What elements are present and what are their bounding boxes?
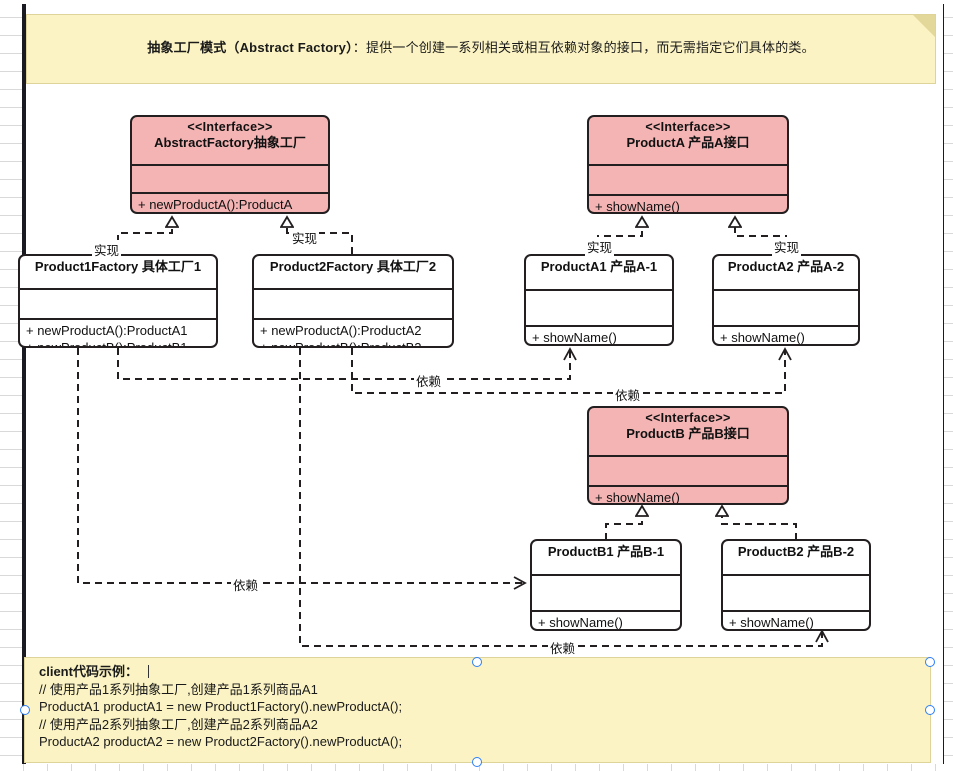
class-name: ProductA2 产品A-2 (727, 259, 845, 274)
link-label-dep-4: 依赖 (548, 638, 578, 657)
link-label-impl-2: 实现 (290, 228, 320, 247)
class-product-b2[interactable]: ProductB2 产品B-2 + showName() (721, 539, 871, 631)
header-note-separator: ： (352, 40, 366, 55)
class-operations: + showName() (714, 327, 858, 345)
class-stereotype: <<Interface>> (645, 120, 731, 134)
operation-row: + showName() (532, 330, 617, 345)
class-attributes (589, 457, 787, 487)
operation-row: + showName() (729, 615, 814, 630)
code-line: // 使用产品2系列抽象工厂,创建产品2系列商品A2 (39, 716, 318, 732)
class-operations: + showName() (589, 196, 787, 214)
class-operations: + showName() (526, 327, 672, 345)
class-header: <<Interface>> ProductB 产品B接口 (589, 408, 787, 457)
spreadsheet-grid-left (0, 0, 22, 771)
class-header: Product2Factory 具体工厂2 (254, 256, 452, 290)
class-name: Product2Factory 具体工厂2 (269, 259, 437, 274)
class-product-a1[interactable]: ProductA1 产品A-1 + showName() (524, 254, 674, 346)
class-attributes (723, 576, 869, 612)
header-note-description: 提供一个创建一系列相关或相互依赖对象的接口，而无需指定它们具体的类。 (366, 40, 815, 55)
class-name: ProductB1 产品B-1 (547, 544, 665, 559)
operation-row: + newProductB():ProductB1 (26, 340, 188, 348)
class-attributes (254, 290, 452, 320)
class-attributes (132, 166, 328, 194)
client-code-title: client代码示例： (39, 664, 138, 679)
code-line: // 使用产品1系列抽象工厂,创建产品1系列商品A1 (39, 681, 318, 697)
link-label-impl-4: 实现 (772, 237, 802, 256)
class-operations: + newProductA():ProductA1 + newProductB(… (20, 320, 216, 348)
class-operations: + showName() (589, 487, 787, 505)
class-header: <<Interface>> AbstractFactory抽象工厂 (132, 117, 328, 166)
operation-row: + newProductA():ProductA2 (260, 323, 422, 338)
operation-row: + showName() (720, 330, 805, 345)
class-attributes (526, 291, 672, 327)
class-product-a-interface[interactable]: <<Interface>> ProductA 产品A接口 + showName(… (587, 115, 789, 214)
header-note-title: 抽象工厂模式（Abstract Factory） (147, 40, 353, 55)
selection-handle-bottom[interactable] (472, 757, 482, 767)
class-product-b-interface[interactable]: <<Interface>> ProductB 产品B接口 + showName(… (587, 406, 789, 505)
client-code-lines: client代码示例： // 使用产品1系列抽象工厂,创建产品1系列商品A1 P… (39, 663, 402, 751)
spreadsheet-grid-right (943, 0, 953, 771)
header-note-text: 抽象工厂模式（Abstract Factory）：提供一个创建一系列相关或相互依… (27, 37, 935, 56)
link-label-dep-3: 依赖 (231, 575, 261, 594)
class-stereotype: <<Interface>> (645, 411, 731, 425)
operation-row: + newProductB():ProductB2 (260, 340, 422, 348)
note-fold-corner-icon (913, 15, 935, 37)
class-operations: + showName() (532, 612, 680, 630)
code-line: ProductA2 productA2 = new Product2Factor… (39, 734, 403, 749)
header-note: 抽象工厂模式（Abstract Factory）：提供一个创建一系列相关或相互依… (26, 14, 936, 84)
class-header: <<Interface>> ProductA 产品A接口 (589, 117, 787, 166)
class-product-b1[interactable]: ProductB1 产品B-1 + showName() (530, 539, 682, 631)
client-code-note[interactable]: client代码示例： // 使用产品1系列抽象工厂,创建产品1系列商品A1 P… (24, 657, 931, 763)
class-header: ProductA2 产品A-2 (714, 256, 858, 291)
class-name: Product1Factory 具体工厂1 (34, 259, 202, 274)
class-product1-factory[interactable]: Product1Factory 具体工厂1 + newProductA():Pr… (18, 254, 218, 348)
class-name: ProductA1 产品A-1 (540, 259, 658, 274)
selection-handle-right[interactable] (925, 705, 935, 715)
class-operations: + showName() (723, 612, 869, 630)
class-attributes (714, 291, 858, 327)
operation-row: + newProductA():ProductA (138, 197, 293, 212)
class-attributes (20, 290, 216, 320)
link-label-impl-1: 实现 (92, 240, 122, 259)
operation-row: + showName() (538, 615, 623, 630)
class-header: Product1Factory 具体工厂1 (20, 256, 216, 290)
operation-row: + showName() (595, 199, 680, 214)
client-code-title-row: client代码示例： (39, 663, 402, 681)
class-operations: + newProductA():ProductA + newProductB()… (132, 194, 328, 214)
link-label-dep-2: 依赖 (613, 385, 643, 404)
class-product2-factory[interactable]: Product2Factory 具体工厂2 + newProductA():Pr… (252, 254, 454, 348)
class-product-a2[interactable]: ProductA2 产品A-2 + showName() (712, 254, 860, 346)
selection-handle-top-right[interactable] (925, 657, 935, 667)
class-header: ProductB2 产品B-2 (723, 541, 869, 576)
code-line: ProductA1 productA1 = new Product1Factor… (39, 699, 403, 714)
selection-handle-left[interactable] (20, 705, 30, 715)
operation-row: + showName() (595, 490, 680, 505)
class-attributes (532, 576, 680, 612)
class-name: ProductB 产品B接口 (626, 426, 750, 441)
link-label-dep-1: 依赖 (414, 371, 444, 390)
operation-row: + newProductA():ProductA1 (26, 323, 188, 338)
class-operations: + newProductA():ProductA2 + newProductB(… (254, 320, 452, 348)
class-name: ProductB2 产品B-2 (737, 544, 855, 559)
link-label-impl-3: 实现 (585, 237, 615, 256)
class-name: AbstractFactory抽象工厂 (154, 135, 306, 150)
operation-row: + newProductB():ProductB (138, 213, 322, 214)
class-abstract-factory[interactable]: <<Interface>> AbstractFactory抽象工厂 + newP… (130, 115, 330, 214)
class-attributes (589, 166, 787, 196)
selection-handle-top[interactable] (472, 657, 482, 667)
text-caret (147, 665, 149, 678)
class-name: ProductA 产品A接口 (626, 135, 750, 150)
class-header: ProductB1 产品B-1 (532, 541, 680, 576)
class-header: ProductA1 产品A-1 (526, 256, 672, 291)
class-stereotype: <<Interface>> (187, 120, 273, 134)
